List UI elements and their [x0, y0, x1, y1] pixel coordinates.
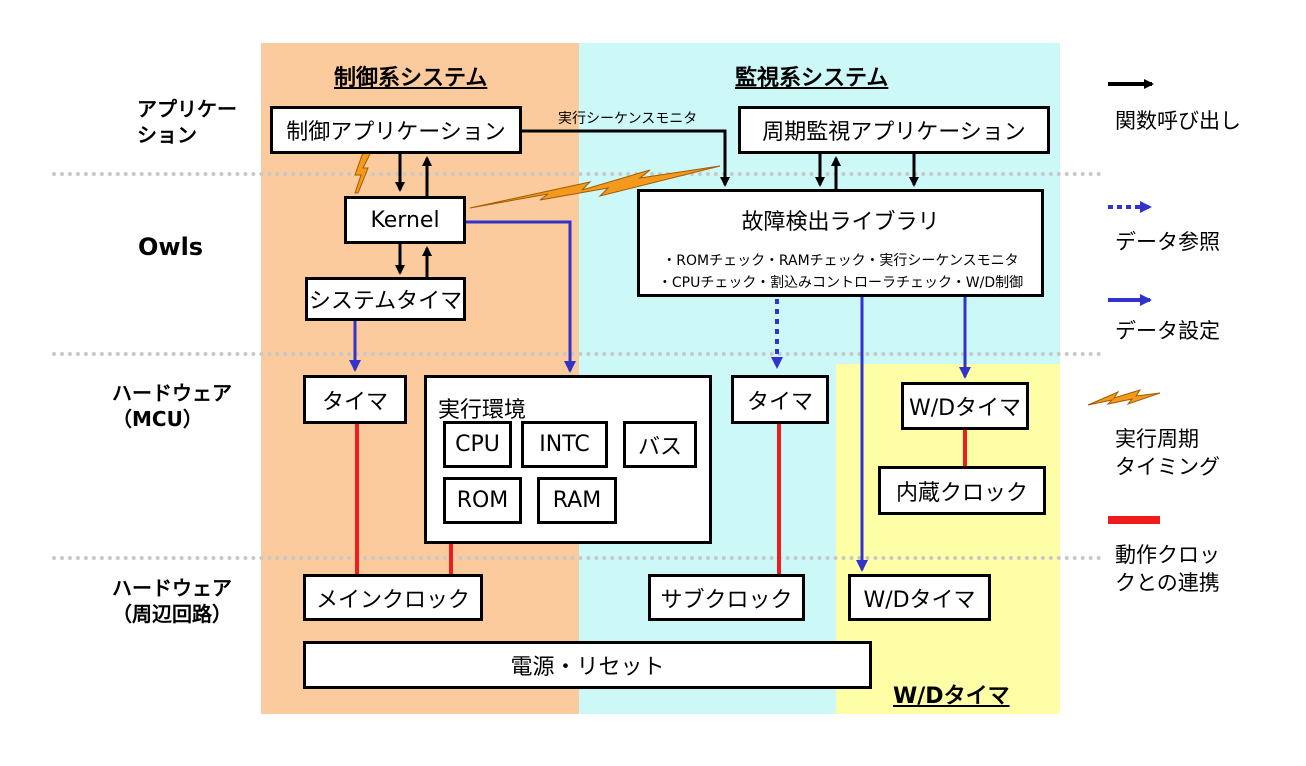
execution-environment-label: 実行環境: [438, 398, 527, 423]
wd-timer-mcu-box: W/Dタイマ: [901, 382, 1029, 430]
fault-library-line2: ・CPUチェック・割込みコントローラチェック・W/D制御: [657, 275, 1024, 291]
layer-label-application: アプリケー ション: [137, 97, 237, 147]
legend-clock-link-label: 動作クロッ クとの連携: [1115, 543, 1220, 595]
legend-exec-timing-label: 実行周期 タイミング: [1115, 427, 1220, 479]
control-system-title: 制御系システム: [334, 66, 488, 91]
legend-data-ref-label: データ参照: [1115, 230, 1220, 254]
timing-bolt-small: [354, 149, 373, 194]
layer-label-owls: Owls: [138, 233, 204, 261]
fault-library-title: 故障検出ライブラリ: [741, 210, 940, 235]
layer-separator-owls-mcu: [52, 352, 1102, 356]
rom-box: ROM: [443, 477, 522, 524]
data-set-kernel-to-env: [466, 220, 576, 373]
kernel-box: Kernel: [344, 196, 466, 244]
legend-bolt: [1087, 389, 1161, 406]
intc-box: INTC: [521, 421, 608, 468]
control-application-box: 制御アプリケーション: [270, 106, 522, 154]
seq-monitor-label: 実行シーケンスモニタ: [558, 111, 698, 127]
execution-environment-box: 実行環境 CPU INTC バス ROM RAM: [424, 375, 712, 544]
ram-box: RAM: [537, 477, 617, 524]
monitor-application-box: 周期監視アプリケーション: [738, 106, 1050, 154]
bus-box: バス: [623, 421, 697, 468]
layer-label-hw-peripheral: ハードウェア （周辺回路）: [112, 576, 232, 626]
sub-clock-box: サブクロック: [648, 574, 805, 621]
monitor-system-title: 監視系システム: [735, 66, 889, 91]
wd-timer-region-title: W/Dタイマ: [893, 684, 1010, 709]
main-clock-box: メインクロック: [303, 574, 483, 621]
fault-detection-library-box: 故障検出ライブラリ ・ROMチェック・RAMチェック・実行シーケンスモニタ ・C…: [637, 189, 1044, 297]
system-timer-box: システムタイマ: [305, 277, 466, 321]
timer-mid-box: タイマ: [731, 375, 829, 424]
timer-left-box: タイマ: [303, 375, 407, 424]
wd-timer-peripheral-box: W/Dタイマ: [848, 574, 991, 621]
cpu-box: CPU: [443, 421, 512, 468]
internal-clock-box: 内蔵クロック: [878, 466, 1046, 515]
layer-separator-mcu-peripheral: [52, 556, 1102, 560]
fault-library-line1: ・ROMチェック・RAMチェック・実行シーケンスモニタ: [662, 253, 1019, 269]
layer-label-hw-mcu: ハードウェア （MCU）: [112, 381, 232, 431]
legend-function-call-label: 関数呼び出し: [1115, 109, 1241, 133]
legend-clock-bar: [1108, 516, 1160, 524]
power-reset-box: 電源・リセット: [303, 641, 872, 689]
timing-bolt-large: [469, 165, 721, 209]
layer-separator-app-owls: [52, 172, 1102, 176]
legend-data-set-label: データ設定: [1115, 319, 1220, 343]
call-seq-monitor: [522, 129, 730, 187]
